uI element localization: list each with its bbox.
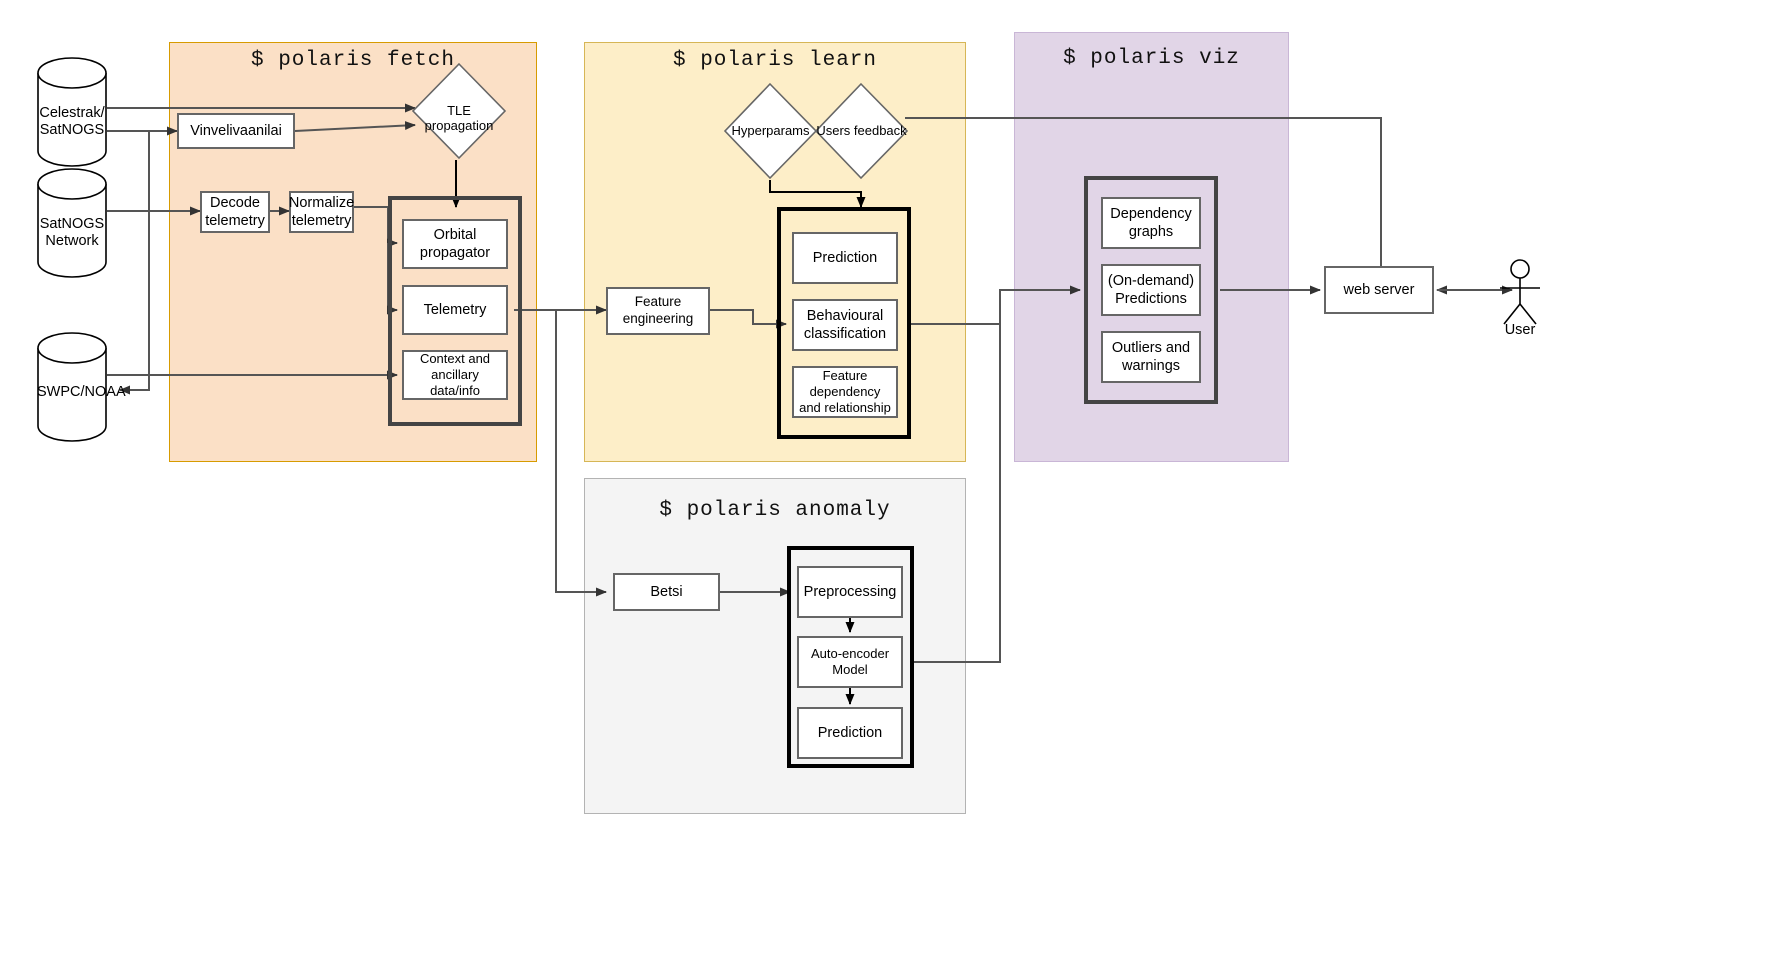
node-decode-telemetry[interactable]: Decode telemetry bbox=[200, 191, 270, 233]
panel-learn-title: $ polaris learn bbox=[672, 49, 878, 72]
node-telemetry[interactable]: Telemetry bbox=[402, 285, 508, 335]
panel-anomaly-title: $ polaris anomaly bbox=[659, 499, 891, 522]
panel-fetch-title: $ polaris fetch bbox=[250, 49, 456, 72]
node-web-server[interactable]: web server bbox=[1324, 266, 1434, 314]
node-on-demand-predictions[interactable]: (On-demand) Predictions bbox=[1101, 264, 1201, 316]
cylinder-icon bbox=[37, 57, 107, 167]
node-dependency-graphs[interactable]: Dependency graphs bbox=[1101, 197, 1201, 249]
node-learn-prediction[interactable]: Prediction bbox=[792, 232, 898, 284]
datastore-celestrak-satnogs: Celestrak/ SatNOGS bbox=[37, 57, 107, 167]
node-orbital-propagator[interactable]: Orbital propagator bbox=[402, 219, 508, 269]
datastore-swpc-noaa: SWPC/NOAA bbox=[37, 332, 126, 442]
learn-model-group bbox=[777, 207, 911, 439]
user-stick-figure-icon bbox=[1500, 259, 1540, 325]
cylinder-icon bbox=[37, 168, 107, 278]
node-context-ancillary-data[interactable]: Context and ancillary data/info bbox=[402, 350, 508, 400]
panel-viz-title: $ polaris viz bbox=[1063, 47, 1240, 70]
node-label: Hyperparams bbox=[731, 123, 810, 138]
datastore-label: SatNOGS Network bbox=[39, 216, 105, 250]
datastore-label: Celestrak/ SatNOGS bbox=[39, 105, 105, 139]
actor-user[interactable]: User bbox=[1488, 258, 1552, 338]
node-label: TLE propagation bbox=[424, 103, 494, 133]
diamond-shape bbox=[814, 82, 909, 180]
node-betsi[interactable]: Betsi bbox=[613, 573, 720, 611]
node-hyperparams[interactable]: Hyperparams bbox=[723, 82, 818, 180]
node-anomaly-prediction[interactable]: Prediction bbox=[797, 707, 903, 759]
actor-user-label: User bbox=[1504, 322, 1536, 338]
anomaly-pipeline-group bbox=[787, 546, 914, 768]
fetch-store-group bbox=[388, 196, 522, 426]
node-tle-propagation[interactable]: TLE propagation bbox=[411, 62, 507, 160]
cylinder-icon bbox=[37, 332, 107, 442]
node-outliers-and-warnings[interactable]: Outliers and warnings bbox=[1101, 331, 1201, 383]
node-preprocessing[interactable]: Preprocessing bbox=[797, 566, 903, 618]
node-users-feedback[interactable]: Users feedback bbox=[814, 82, 909, 180]
node-label: Users feedback bbox=[816, 123, 907, 138]
diamond-shape bbox=[723, 82, 818, 180]
datastore-satnogs-network: SatNOGS Network bbox=[37, 168, 107, 278]
diamond-shape bbox=[411, 62, 507, 160]
node-normalize-telemetry[interactable]: Normalize telemetry bbox=[289, 191, 354, 233]
node-vinvelivaanilai[interactable]: Vinvelivaanilai bbox=[177, 113, 295, 149]
node-feature-engineering[interactable]: Feature engineering bbox=[606, 287, 710, 335]
node-auto-encoder-model[interactable]: Auto-encoder Model bbox=[797, 636, 903, 688]
viz-output-group bbox=[1084, 176, 1218, 404]
node-behavioural-classification[interactable]: Behavioural classification bbox=[792, 299, 898, 351]
node-feature-dependency-relationship[interactable]: Feature dependency and relationship bbox=[792, 366, 898, 418]
datastore-label: SWPC/NOAA bbox=[37, 384, 126, 400]
